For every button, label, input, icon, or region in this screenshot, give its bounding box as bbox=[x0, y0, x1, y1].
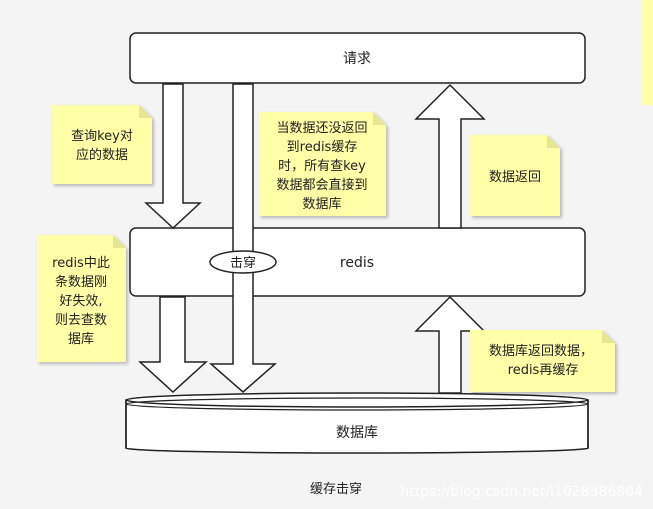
redis-box: redis bbox=[129, 227, 586, 297]
note-data-return-line-1: 数据返回 bbox=[489, 170, 541, 185]
note-data-return bbox=[470, 135, 560, 216]
database-label: 数据库 bbox=[336, 425, 378, 441]
note-expire bbox=[37, 235, 126, 362]
note-no-return-line-3: 时，所有查key bbox=[278, 159, 366, 174]
edge-note-partial bbox=[641, 0, 653, 105]
note-db-return-line-1: 数据库返回数据， bbox=[489, 343, 593, 359]
note-no-return bbox=[259, 112, 386, 216]
note-query-key-line-2: 应的数据 bbox=[76, 147, 128, 163]
arrow-request-to-redis bbox=[144, 83, 202, 230]
redis-label: redis bbox=[340, 255, 374, 271]
diagram-caption: 缓存击穿 bbox=[310, 481, 362, 497]
note-expire-line-1: redis中此 bbox=[52, 256, 110, 271]
note-expire-line-4: 则去查数 bbox=[55, 313, 107, 328]
note-query-key bbox=[52, 105, 152, 184]
note-db-return bbox=[470, 330, 615, 392]
note-expire-line-2: 条数据刚 bbox=[55, 274, 107, 290]
penetrate-label: 击穿 bbox=[230, 255, 256, 271]
note-db-return-line-2: redis再缓存 bbox=[508, 363, 579, 378]
note-expire-line-3: 好失效, bbox=[59, 294, 102, 309]
watermark: https://blog.csdn.net/l1028386804 bbox=[400, 484, 643, 500]
note-query-key-line-1: 查询key对 bbox=[71, 129, 133, 144]
arrow-redis-to-request bbox=[414, 83, 486, 229]
database-cylinder: 数据库 bbox=[125, 392, 589, 454]
penetrate-marker: 击穿 bbox=[209, 250, 277, 274]
note-no-return-line-2: 到redis缓存 bbox=[287, 140, 358, 155]
arrow-redis-to-database bbox=[138, 296, 208, 394]
note-no-return-line-4: 数据都会直接到 bbox=[276, 177, 367, 193]
arrow-request-to-database bbox=[209, 83, 277, 393]
arrow-database-to-redis bbox=[414, 295, 486, 394]
note-no-return-line-1: 当数据还没返回 bbox=[276, 121, 367, 136]
request-label: 请求 bbox=[343, 51, 371, 67]
request-box: 请求 bbox=[129, 32, 586, 84]
note-no-return-line-5: 数据库 bbox=[302, 196, 341, 212]
note-expire-line-5: 据库 bbox=[68, 331, 94, 347]
